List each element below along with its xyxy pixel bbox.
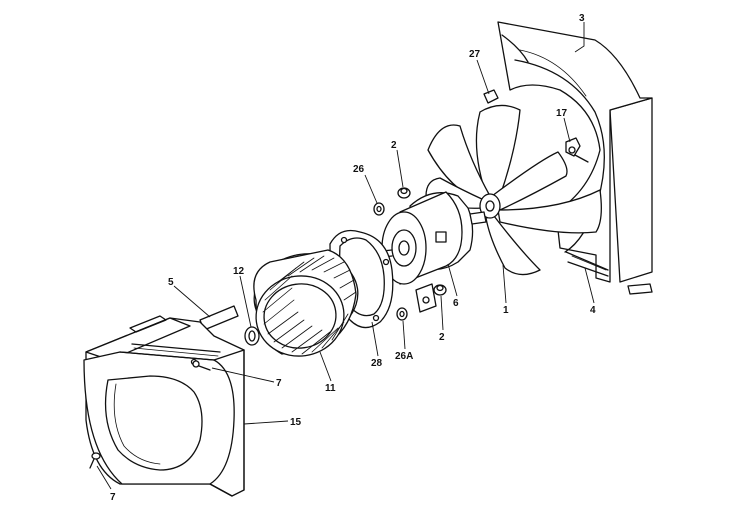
callout-labels: 3 27 17 2 26 6 1 4 2 26A 28 11 12 5 7 15… bbox=[110, 13, 596, 503]
leader-lines bbox=[96, 22, 595, 490]
callout-1: 1 bbox=[503, 305, 509, 316]
callout-26a: 26A bbox=[395, 351, 413, 362]
callout-17: 17 bbox=[556, 108, 568, 119]
callout-4: 4 bbox=[590, 305, 596, 316]
callout-26: 26 bbox=[353, 164, 365, 175]
gasket-part-5 bbox=[199, 305, 239, 331]
washer-part-26 bbox=[373, 202, 385, 216]
callout-28: 28 bbox=[371, 358, 383, 369]
callout-6: 6 bbox=[453, 298, 459, 309]
callout-15: 15 bbox=[290, 417, 302, 428]
callout-7-lower: 7 bbox=[110, 492, 116, 503]
fan-blade-part-1 bbox=[425, 104, 602, 276]
callout-2-lower: 2 bbox=[439, 332, 445, 343]
bolt-part-2-lower bbox=[433, 284, 447, 296]
blower-wheel-part-11 bbox=[253, 249, 359, 357]
fan-shroud-part-3 bbox=[497, 21, 653, 295]
callout-11: 11 bbox=[325, 383, 336, 394]
callout-7-upper: 7 bbox=[276, 378, 282, 389]
blower-housing-part-15 bbox=[83, 315, 245, 497]
clamp-part-12 bbox=[244, 326, 260, 346]
callout-5: 5 bbox=[168, 277, 174, 288]
callout-12: 12 bbox=[233, 266, 245, 277]
screw-part-7-lower bbox=[89, 452, 101, 469]
callout-27: 27 bbox=[469, 49, 481, 60]
washer-part-26a bbox=[396, 307, 408, 321]
callout-2-upper: 2 bbox=[391, 140, 397, 151]
screw-part-7-upper bbox=[192, 360, 211, 371]
callout-3: 3 bbox=[579, 13, 585, 24]
bolt-part-2-upper bbox=[397, 187, 411, 199]
motor-part-6 bbox=[371, 191, 487, 313]
bracket-part-17 bbox=[565, 137, 589, 163]
clip-part-27 bbox=[483, 89, 499, 104]
